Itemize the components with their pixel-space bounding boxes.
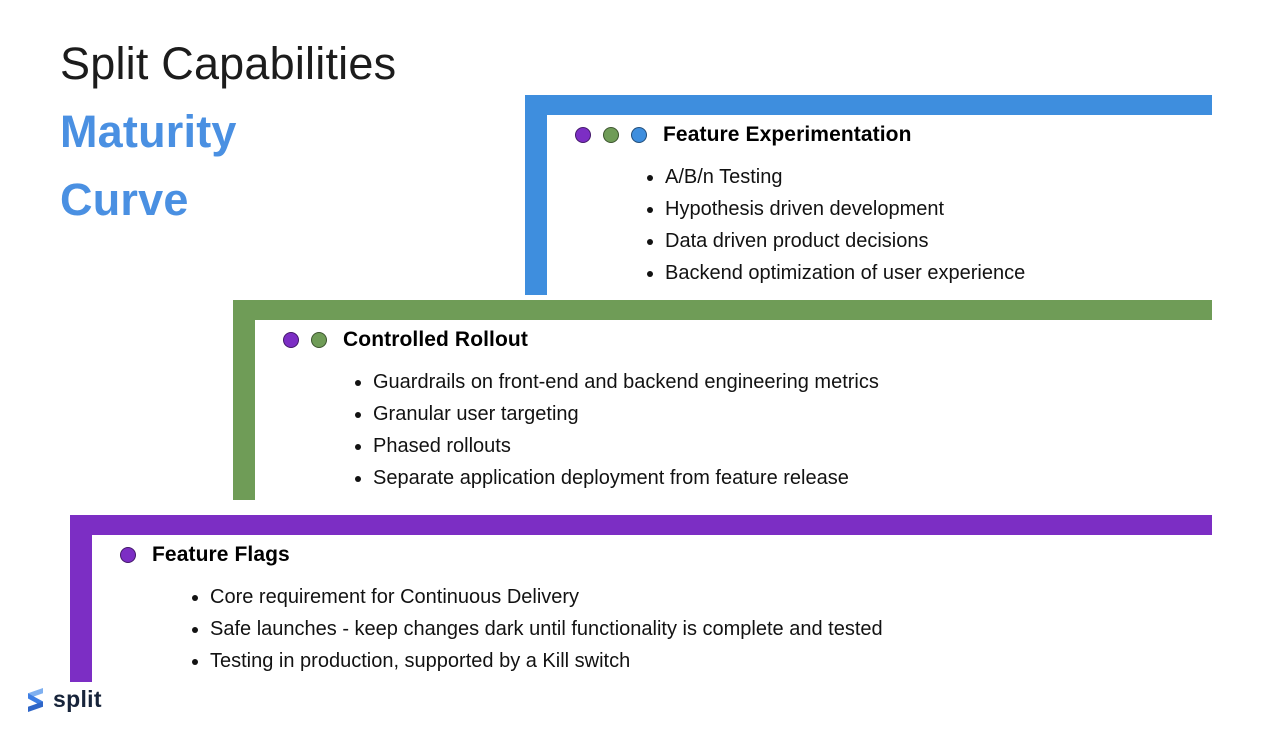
maturity-dot-purple (120, 547, 136, 563)
panel-feature-experimentation: Feature Experimentation A/B/n Testing Hy… (525, 95, 1212, 295)
bullet-list: Core requirement for Continuous Delivery… (120, 581, 1212, 677)
split-logo-text: split (53, 686, 102, 712)
bullet-list: Guardrails on front-end and backend engi… (283, 366, 1212, 494)
maturity-dot-green (311, 332, 327, 348)
bullet-item: Guardrails on front-end and backend engi… (373, 366, 1212, 398)
bullet-item: A/B/n Testing (665, 161, 1212, 193)
panel-top-bar (233, 300, 1212, 320)
bullet-item: Separate application deployment from fea… (373, 462, 1212, 494)
slide-title: Split Capabilities Maturity Curve (60, 30, 396, 234)
bullet-item: Phased rollouts (373, 430, 1212, 462)
panel-heading: Feature Flags (152, 543, 290, 566)
panel-header: Controlled Rollout (283, 328, 1212, 352)
title-line-black: Split Capabilities (60, 38, 397, 89)
panel-content: Controlled Rollout Guardrails on front-e… (255, 320, 1212, 494)
panel-left-bar (525, 95, 547, 295)
bullet-item: Granular user targeting (373, 398, 1212, 430)
maturity-dot-green (603, 127, 619, 143)
panel-feature-flags: Feature Flags Core requirement for Conti… (70, 515, 1212, 682)
bullet-item: Testing in production, supported by a Ki… (210, 645, 1212, 677)
panel-content: Feature Experimentation A/B/n Testing Hy… (547, 115, 1212, 289)
panel-controlled-rollout: Controlled Rollout Guardrails on front-e… (233, 300, 1212, 500)
maturity-dot-purple (283, 332, 299, 348)
panel-header: Feature Experimentation (575, 123, 1212, 147)
bullet-item: Safe launches - keep changes dark until … (210, 613, 1212, 645)
panel-top-bar (525, 95, 1212, 115)
bullet-list: A/B/n Testing Hypothesis driven developm… (575, 161, 1212, 289)
title-line-curve: Curve (60, 174, 189, 225)
split-logo: split (24, 686, 102, 713)
panel-heading: Controlled Rollout (343, 328, 528, 351)
panel-top-bar (70, 515, 1212, 535)
panel-left-bar (70, 515, 92, 682)
bullet-item: Data driven product decisions (665, 225, 1212, 257)
panel-heading: Feature Experimentation (663, 123, 912, 146)
title-line-maturity: Maturity (60, 106, 237, 157)
maturity-dot-purple (575, 127, 591, 143)
panel-left-bar (233, 300, 255, 500)
split-logo-icon (28, 687, 43, 712)
bullet-item: Hypothesis driven development (665, 193, 1212, 225)
panel-header: Feature Flags (120, 543, 1212, 567)
panel-content: Feature Flags Core requirement for Conti… (92, 535, 1212, 677)
bullet-item: Backend optimization of user experience (665, 257, 1212, 289)
bullet-item: Core requirement for Continuous Delivery (210, 581, 1212, 613)
maturity-dot-blue (631, 127, 647, 143)
